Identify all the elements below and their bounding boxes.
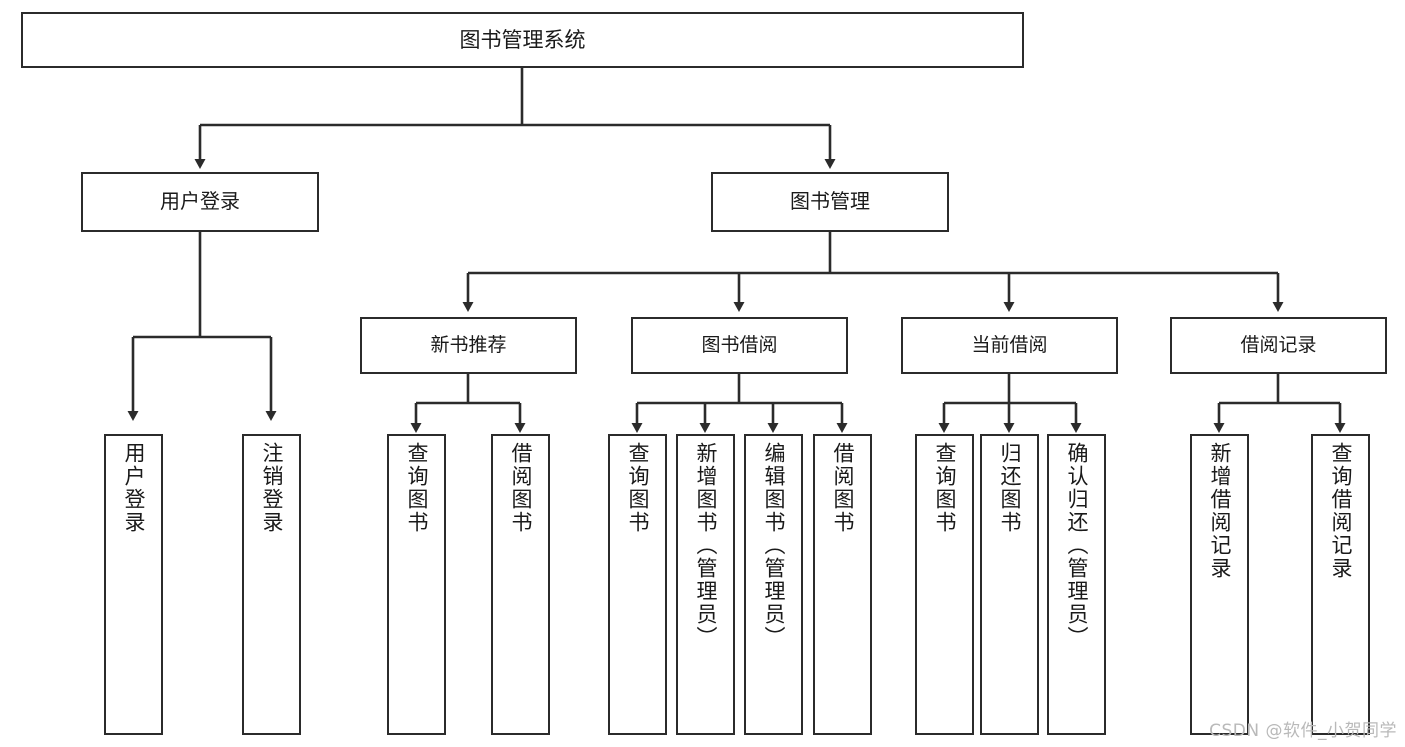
node-leaf-user-login[interactable]: 用户登录	[104, 434, 163, 735]
node-leaf-confirm-return-admin[interactable]: 确认归还（管理员）	[1047, 434, 1106, 735]
node-label: 查询图书	[405, 442, 429, 534]
node-leaf-borrow-book-recommend[interactable]: 借阅图书	[491, 434, 550, 735]
node-book-borrow[interactable]: 图书借阅	[631, 317, 848, 374]
node-label: 查询借阅记录	[1329, 442, 1353, 580]
node-label: 借阅图书	[509, 442, 533, 534]
node-leaf-borrow-book[interactable]: 借阅图书	[813, 434, 872, 735]
node-label: 新增图书（管理员）	[694, 442, 718, 649]
node-label: 借阅图书	[831, 442, 855, 534]
node-label: 归还图书	[998, 442, 1022, 534]
node-borrow-record[interactable]: 借阅记录	[1170, 317, 1387, 374]
node-label: 图书借阅	[701, 334, 778, 357]
node-current-borrow[interactable]: 当前借阅	[901, 317, 1118, 374]
node-label: 确认归还（管理员）	[1065, 442, 1089, 649]
node-leaf-query-borrow-record[interactable]: 查询借阅记录	[1311, 434, 1370, 735]
node-leaf-query-book-recommend[interactable]: 查询图书	[387, 434, 446, 735]
node-label: 注销登录	[260, 442, 284, 534]
node-book-management[interactable]: 图书管理	[711, 172, 949, 232]
node-leaf-add-book-admin[interactable]: 新增图书（管理员）	[676, 434, 735, 735]
node-label: 借阅记录	[1240, 334, 1317, 357]
csdn-watermark: CSDN @软件_小贺同学	[1209, 721, 1397, 741]
node-label: 查询图书	[626, 442, 650, 534]
node-label: 新书推荐	[430, 334, 507, 357]
node-root-book-management-system[interactable]: 图书管理系统	[21, 12, 1024, 68]
node-label: 当前借阅	[971, 334, 1048, 357]
node-leaf-query-book-current[interactable]: 查询图书	[915, 434, 974, 735]
node-leaf-return-book[interactable]: 归还图书	[980, 434, 1039, 735]
node-leaf-edit-book-admin[interactable]: 编辑图书（管理员）	[744, 434, 803, 735]
node-user-login[interactable]: 用户登录	[81, 172, 319, 232]
node-label: 用户登录	[160, 189, 240, 214]
node-leaf-add-borrow-record[interactable]: 新增借阅记录	[1190, 434, 1249, 735]
node-leaf-user-logout[interactable]: 注销登录	[242, 434, 301, 735]
node-label: 新增借阅记录	[1208, 442, 1232, 580]
node-label: 图书管理	[790, 189, 870, 214]
node-leaf-query-book-borrow[interactable]: 查询图书	[608, 434, 667, 735]
node-label: 用户登录	[122, 442, 146, 534]
node-label: 查询图书	[933, 442, 957, 534]
node-label: 图书管理系统	[459, 27, 586, 52]
node-new-book-recommend[interactable]: 新书推荐	[360, 317, 577, 374]
node-label: 编辑图书（管理员）	[762, 442, 786, 649]
